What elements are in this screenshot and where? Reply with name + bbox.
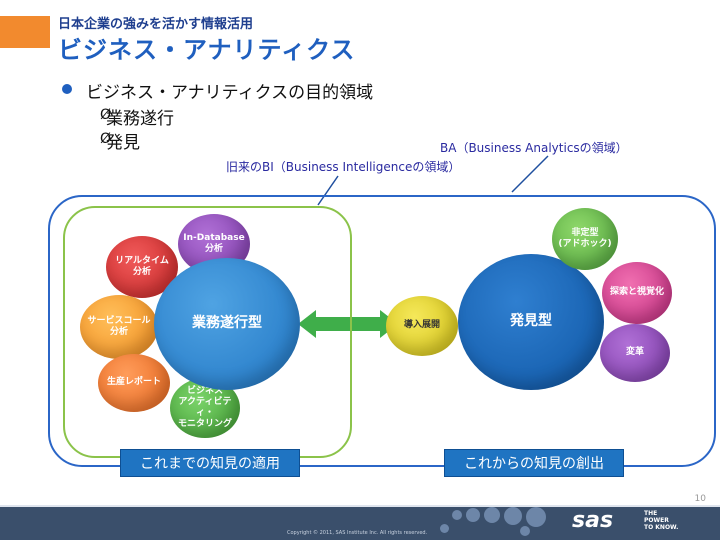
in-database-label: In-Database 分析 [183, 232, 245, 254]
discovery-circle: 発見型 [458, 254, 604, 390]
arrow-bullet-icon: Ø [100, 131, 112, 147]
bullet-main-text: ビジネス・アナリティクスの目的領域 [86, 83, 374, 103]
ba-connector-line [511, 155, 549, 193]
explore-visualize-label: 探索と視覚化 [609, 287, 664, 298]
realtime-label: リアルタイム 分析 [115, 255, 169, 277]
service-call-circle: サービスコール 分析 [80, 295, 158, 359]
page-number: 10 [694, 494, 706, 504]
sub-item-operational: 業務遂行 [106, 109, 174, 129]
adhoc-label: 非定型 (アドホック) [558, 227, 612, 249]
deploy-label: 導入展開 [403, 320, 440, 331]
sas-logo: sas [572, 508, 614, 533]
explore-visualize-circle: 探索と視覚化 [602, 262, 672, 324]
page-subtitle: 日本企業の強みを活かす情報活用 [58, 17, 254, 32]
production-report-circle: 生産レポート [98, 354, 170, 412]
service-call-label: サービスコール 分析 [87, 315, 151, 337]
adhoc-circle: 非定型 (アドホック) [552, 208, 618, 270]
production-report-label: 生産レポート [106, 377, 161, 388]
transformation-circle: 変革 [600, 324, 670, 382]
transformation-label: 変革 [625, 347, 644, 358]
operational-circle: 業務遂行型 [154, 258, 300, 390]
copyright-text: Copyright © 2011, SAS Institute Inc. All… [287, 530, 428, 536]
deploy-circle: 導入展開 [386, 296, 458, 356]
operational-label: 業務遂行型 [192, 315, 262, 332]
ba-area-label: BA（Business Analyticsの領域） [440, 141, 628, 155]
arrow-bullet-icon: Ø [100, 107, 112, 123]
sas-tagline: THE POWER TO KNOW. [644, 510, 679, 531]
bi-area-label: 旧来のBI（Business Intelligenceの領域） [226, 160, 461, 174]
ba-region-box [48, 195, 716, 467]
sub-item-discovery: 発見 [106, 133, 140, 153]
apply-knowledge-box: これまでの知見の適用 [120, 449, 300, 477]
realtime-circle: リアルタイム 分析 [106, 236, 178, 298]
bam-label: ビジネス アクティビティ・ モニタリング [177, 385, 232, 430]
discovery-label: 発見型 [510, 313, 552, 330]
footer-bar [0, 507, 720, 540]
page-title: ビジネス・アナリティクス [58, 36, 356, 64]
create-knowledge-box: これからの知見の創出 [444, 449, 624, 477]
header-accent-block [0, 16, 50, 48]
bullet-dot-icon [62, 84, 72, 94]
